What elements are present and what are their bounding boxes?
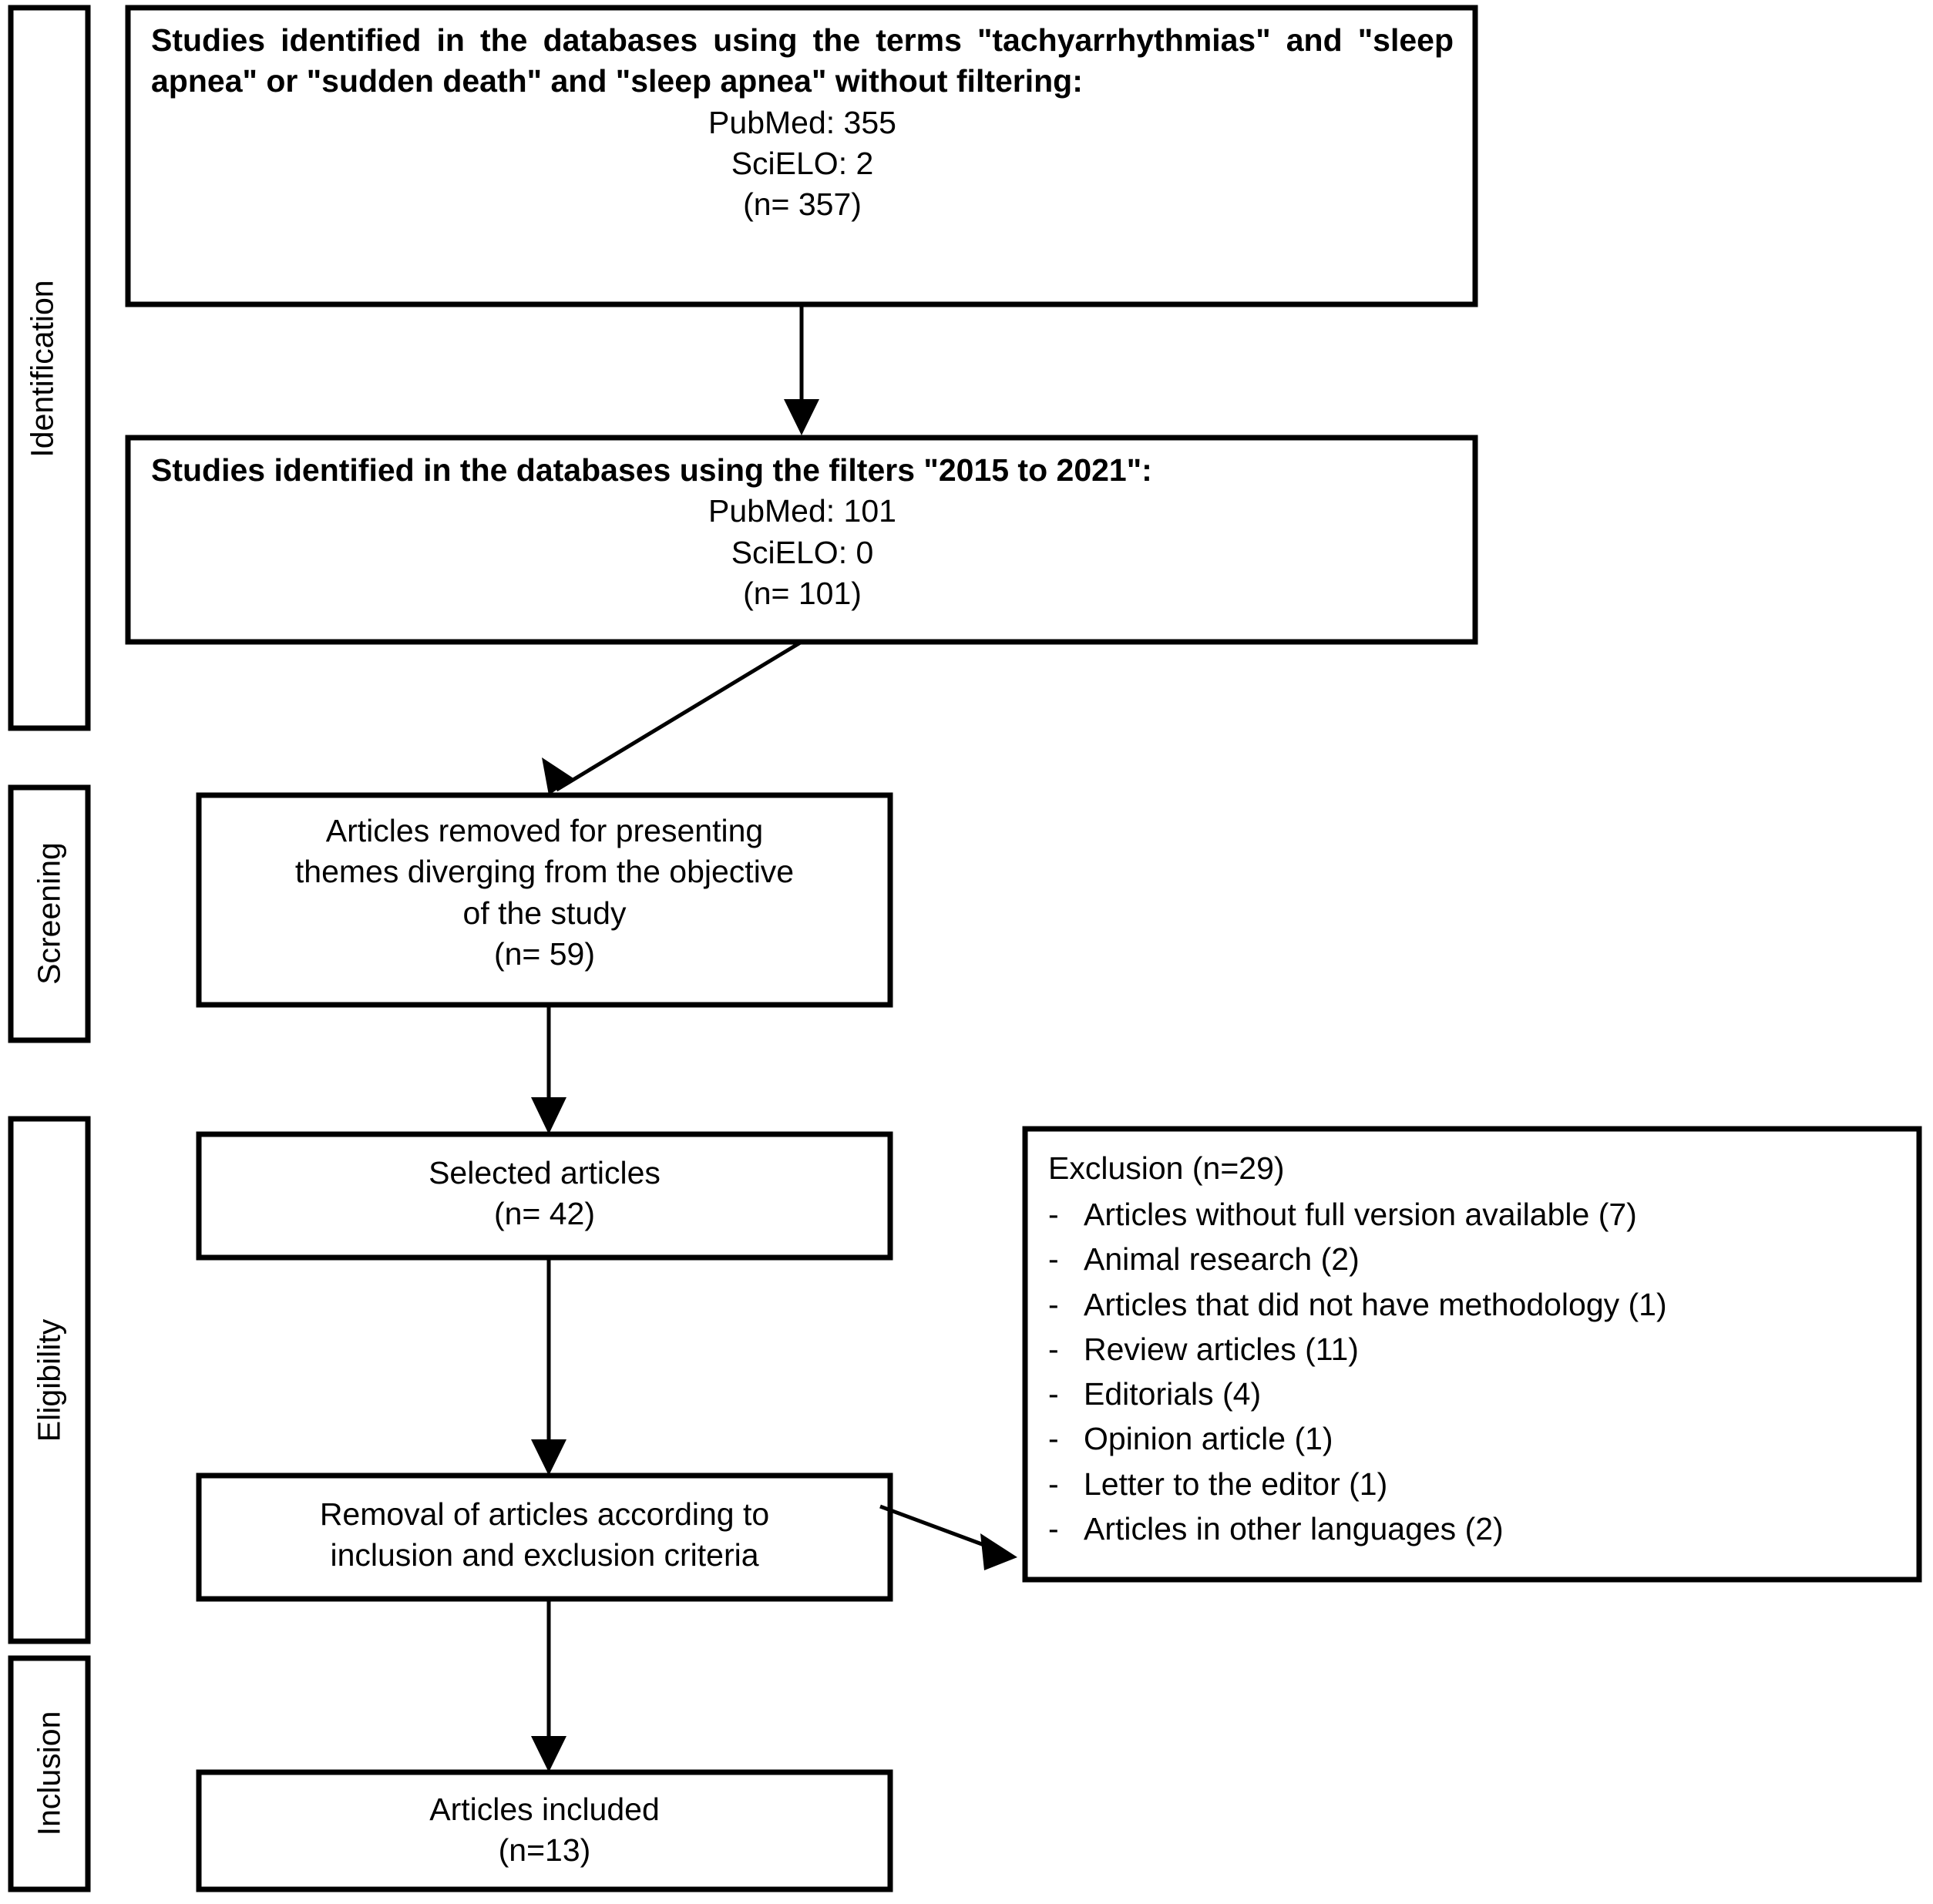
box-removal-criteria-text: Removal of articles according to inclusi… <box>214 1494 875 1577</box>
exclusion-item-label: Review articles (11) <box>1084 1331 1359 1367</box>
arrowhead-identified-to-filtered <box>784 399 819 435</box>
exclusion-list-item: -Articles that did not have methodology … <box>1048 1282 1904 1327</box>
arrowhead-filtered-to-removed <box>542 757 573 795</box>
box-identified-filtered-text: Studies identified in the databases usin… <box>151 450 1454 614</box>
box-identified-unfiltered-text: Studies identified in the databases usin… <box>151 20 1454 225</box>
box-identified-unfiltered-line-3: (n= 357) <box>743 186 862 223</box>
box-removal-criteria <box>196 1472 893 1602</box>
exclusion-bullet-dash-icon: - <box>1048 1241 1059 1278</box>
box-selected-articles-line-1: Selected articles <box>429 1155 661 1190</box>
box-removal-criteria-line-1: Removal of articles according to <box>319 1496 770 1532</box>
box-removed-divergent <box>196 792 893 1008</box>
box-removed-divergent-line-3: of the study <box>462 895 627 931</box>
phase-label-identification: Identification <box>25 261 61 477</box>
box-identified-unfiltered-line-1: PubMed: 355 <box>708 104 896 140</box>
arrowhead-removed-to-selected <box>531 1097 566 1134</box>
exclusion-bullet-dash-icon: - <box>1048 1510 1059 1546</box>
connector-filtered-to-removed <box>555 640 803 792</box>
box-removal-criteria-line-2: inclusion and exclusion criteria <box>330 1537 759 1573</box>
box-selected-articles-text: Selected articles (n= 42) <box>214 1153 875 1235</box>
box-removed-divergent-line-2: themes diverging from the objective <box>294 854 795 890</box>
exclusion-item-label: Articles in other languages (2) <box>1084 1510 1504 1546</box>
exclusion-item-label: Articles without full version available … <box>1084 1197 1637 1233</box>
box-articles-included-line-1: Articles included <box>429 1792 660 1827</box>
connector-removal-to-exclusion <box>879 1504 995 1551</box>
phase-bar-screening <box>8 784 91 1043</box>
phase-label-screening-text: Screening <box>31 842 67 985</box>
exclusion-item-label: Letter to the editor (1) <box>1084 1466 1388 1502</box>
box-identified-unfiltered-line-2: SciELO: 2 <box>731 145 874 181</box>
phase-label-eligibility-text: Eligibility <box>31 1318 67 1442</box>
phase-label-eligibility: Eligibility <box>32 1273 68 1489</box>
exclusion-item-label: Opinion article (1) <box>1084 1421 1333 1457</box>
box-identified-filtered-heading: Studies identified in the databases usin… <box>151 452 1152 488</box>
box-removed-divergent-line-4: (n= 59) <box>493 935 596 972</box>
phase-label-inclusion: Inclusion <box>32 1666 68 1882</box>
box-articles-included-line-2: (n=13) <box>498 1832 591 1869</box>
exclusion-bullet-dash-icon: - <box>1048 1421 1059 1457</box>
exclusion-item-label: Animal research (2) <box>1084 1241 1360 1278</box>
box-identified-filtered-line-1: PubMed: 101 <box>708 493 896 529</box>
box-removed-divergent-line-1: Articles removed for presenting <box>325 813 764 848</box>
exclusion-list: -Articles without full version available… <box>1048 1192 1904 1551</box>
exclusion-list-item: -Articles without full version available… <box>1048 1192 1904 1237</box>
exclusion-list-item: -Editorials (4) <box>1048 1372 1904 1416</box>
exclusion-list-item: -Review articles (11) <box>1048 1327 1904 1372</box>
exclusion-item-label: Editorials (4) <box>1084 1376 1262 1412</box>
box-exclusion <box>1022 1126 1922 1583</box>
box-identified-unfiltered-heading: Studies identified in the databases usin… <box>151 22 1454 99</box>
exclusion-item-label: Articles that did not have methodology (… <box>1084 1286 1667 1322</box>
phase-bar-eligibility <box>8 1116 91 1644</box>
box-articles-included-text: Articles included (n=13) <box>214 1789 875 1872</box>
phase-bar-inclusion <box>8 1655 91 1892</box>
box-selected-articles-line-2: (n= 42) <box>493 1196 596 1232</box>
exclusion-list-item: -Articles in other languages (2) <box>1048 1506 1904 1551</box>
box-exclusion-text: Exclusion (n=29) -Articles without full … <box>1048 1146 1904 1551</box>
exclusion-list-item: -Opinion article (1) <box>1048 1416 1904 1461</box>
box-articles-included <box>196 1769 893 1892</box>
exclusion-bullet-dash-icon: - <box>1048 1331 1059 1367</box>
exclusion-bullet-dash-icon: - <box>1048 1466 1059 1502</box>
box-identified-filtered <box>125 435 1478 645</box>
box-identified-unfiltered <box>125 5 1478 307</box>
arrowhead-selected-to-removal <box>531 1439 566 1476</box>
exclusion-list-item: -Letter to the editor (1) <box>1048 1462 1904 1506</box>
arrowhead-removal-to-exclusion <box>980 1533 1017 1570</box>
box-selected-articles <box>196 1131 893 1261</box>
box-identified-filtered-line-3: (n= 101) <box>743 575 862 611</box>
phase-label-screening: Screening <box>32 806 68 1022</box>
exclusion-list-item: -Animal research (2) <box>1048 1237 1904 1281</box>
exclusion-title: Exclusion (n=29) <box>1048 1150 1285 1186</box>
box-identified-filtered-line-2: SciELO: 0 <box>731 534 874 570</box>
phase-bar-identification <box>8 5 91 731</box>
exclusion-bullet-dash-icon: - <box>1048 1286 1059 1322</box>
phase-label-identification-text: Identification <box>24 280 60 458</box>
arrowhead-removal-to-included <box>531 1736 566 1772</box>
phase-label-inclusion-text: Inclusion <box>31 1711 67 1836</box>
box-removed-divergent-text: Articles removed for presenting themes d… <box>214 811 875 975</box>
exclusion-bullet-dash-icon: - <box>1048 1197 1059 1233</box>
exclusion-bullet-dash-icon: - <box>1048 1376 1059 1412</box>
